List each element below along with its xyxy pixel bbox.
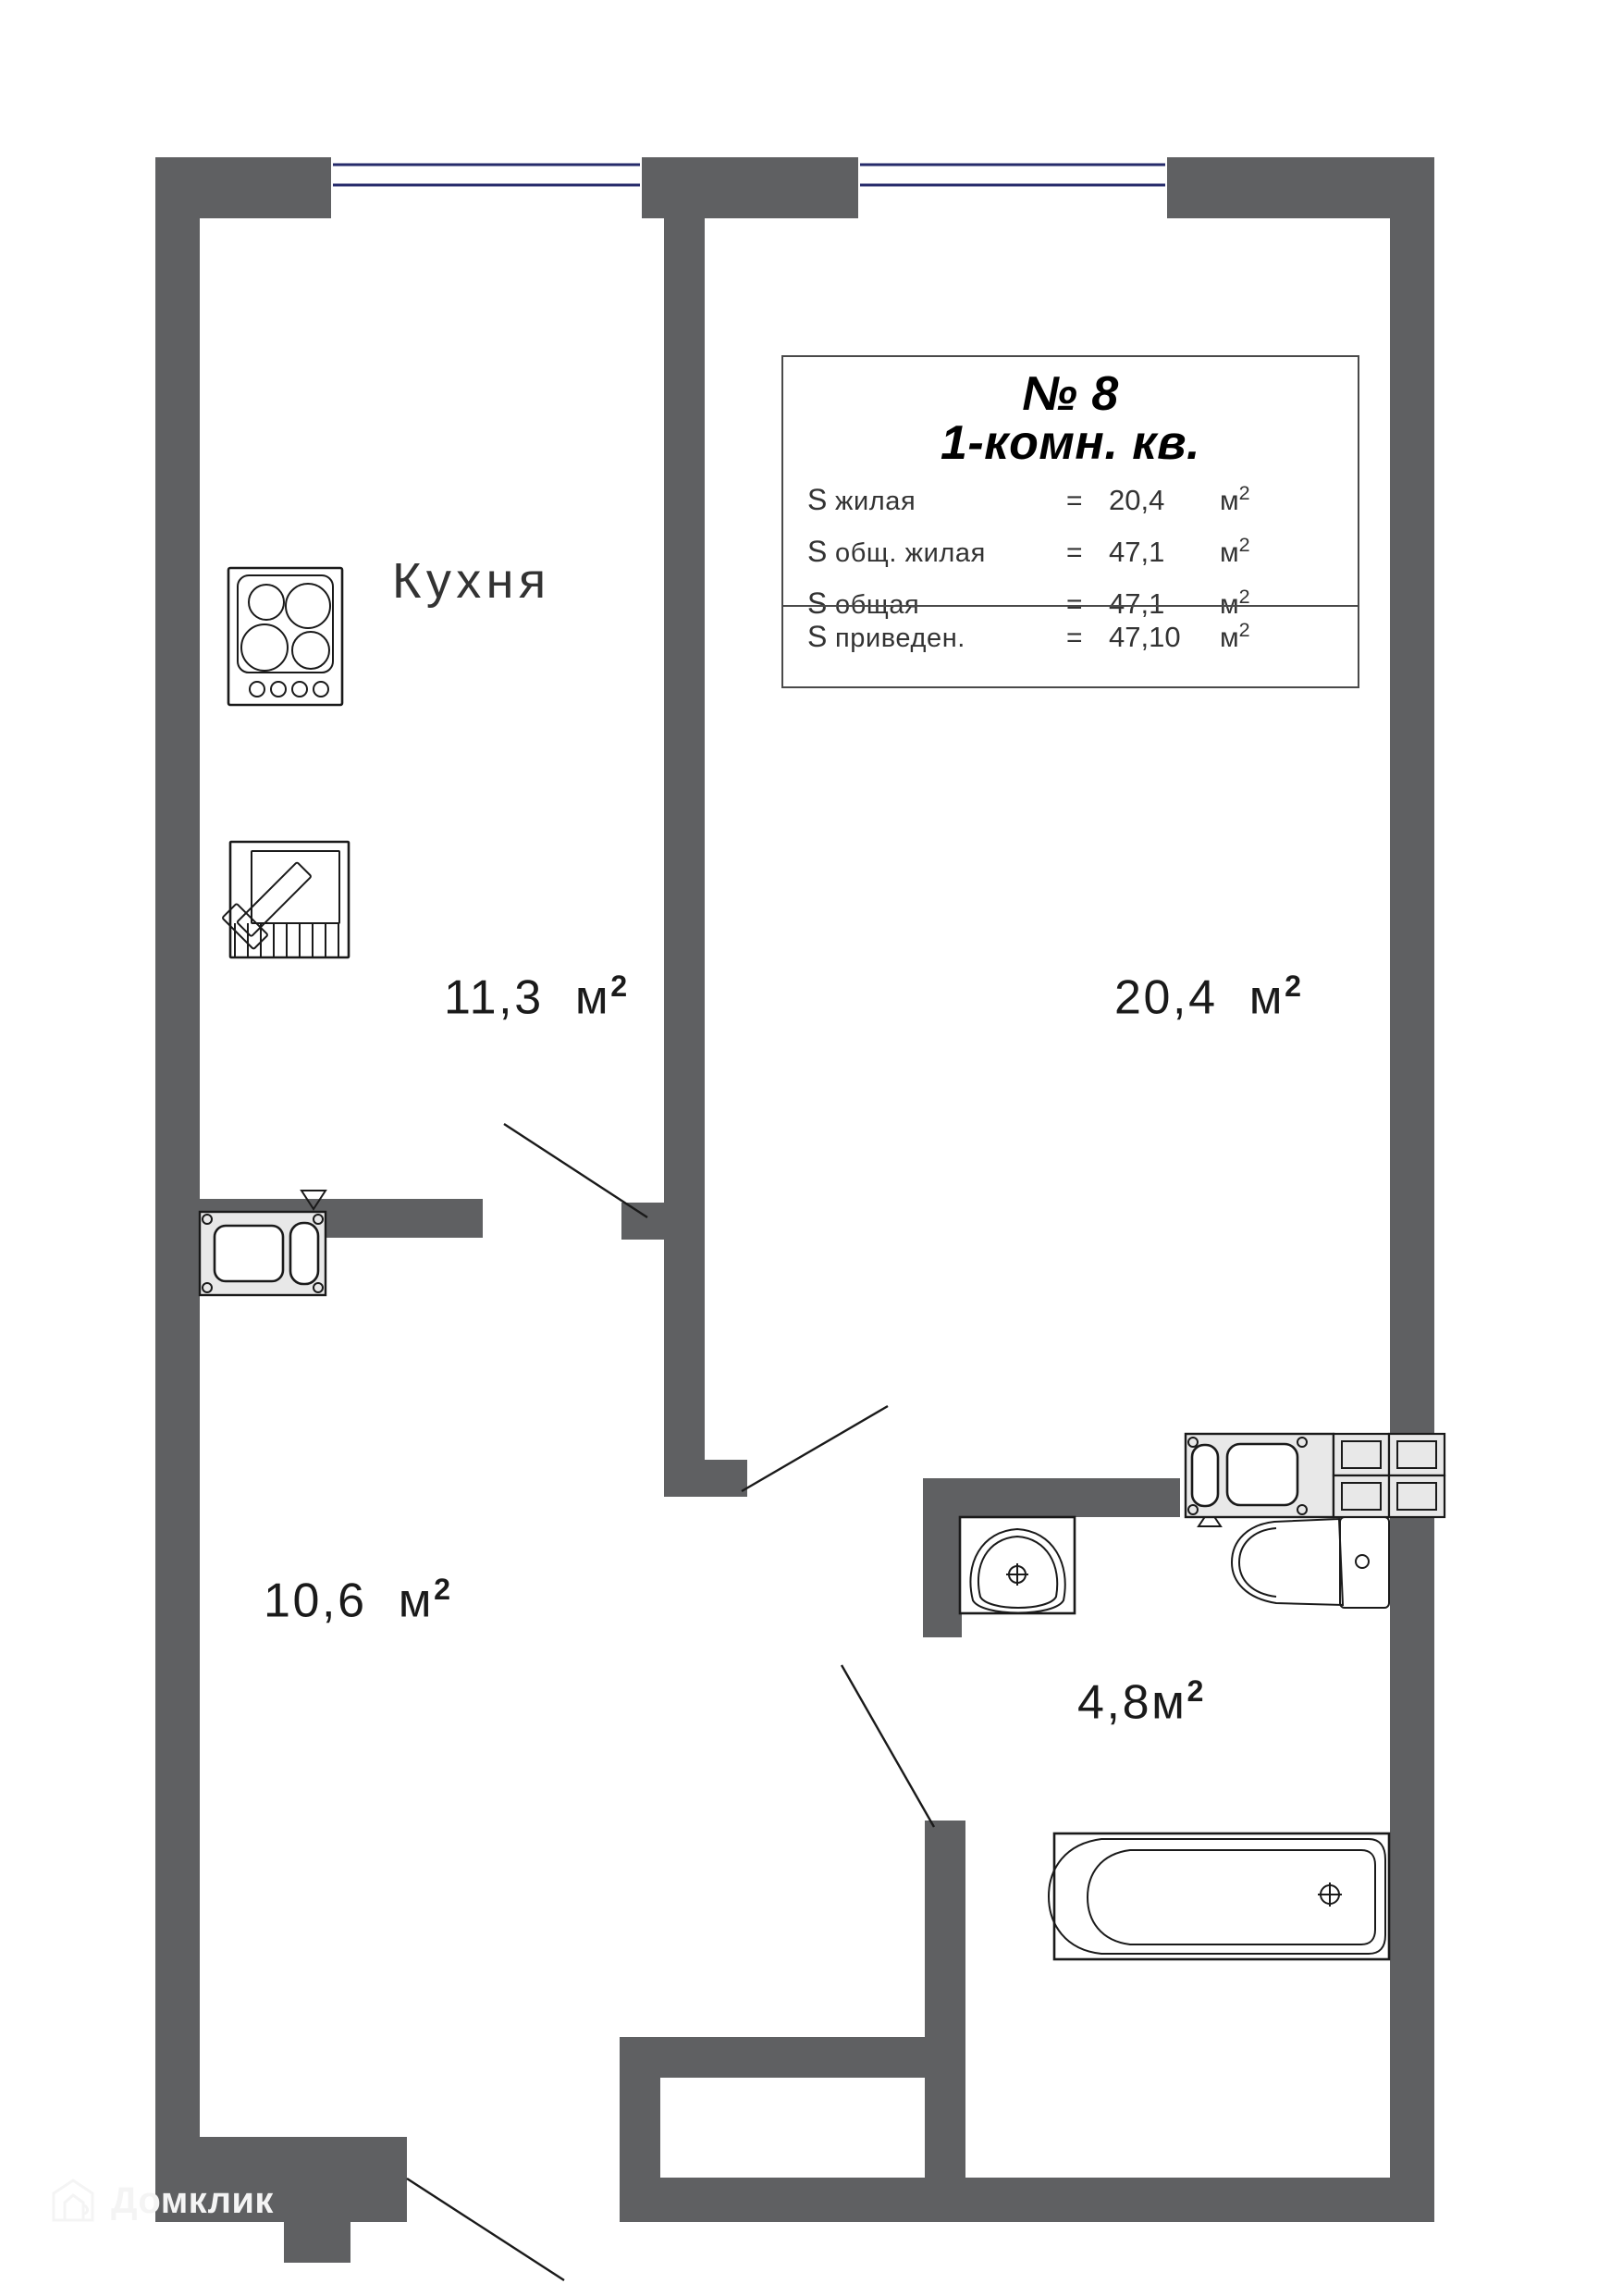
- boiler-icon: [222, 840, 350, 959]
- s-equals: =: [1066, 623, 1083, 653]
- wall-entrance-threshold: [284, 2222, 350, 2263]
- wall-exterior-top-right: [1167, 157, 1434, 218]
- info-row-living: S жилая = 20,4 м2: [783, 481, 1358, 533]
- info-row-total-living: S общ. жилая = 47,1 м2: [783, 533, 1358, 585]
- s-equals: =: [1066, 537, 1083, 569]
- wall-bathroom-left-upper: [923, 1478, 962, 1637]
- wall-partition-hall-living: [664, 1219, 705, 1497]
- s-unit: м2: [1220, 481, 1250, 517]
- info-divider: [783, 605, 1358, 607]
- wall-doorjamb-kitchen: [621, 1203, 664, 1240]
- entrance-door-gap: [200, 2179, 407, 2191]
- wall-hall-step-bottom: [620, 2178, 965, 2222]
- s-unit: м2: [1220, 533, 1250, 569]
- area-label-kitchen: 11,3 м2: [444, 969, 627, 1025]
- apartment-type: 1-комн. кв.: [940, 416, 1201, 471]
- wall-exterior-top-left: [155, 157, 331, 218]
- bathroom-sink-unit-icon: [1184, 1432, 1335, 1519]
- area-unit-hall: м: [398, 1574, 435, 1628]
- wall-entrance-upper: [200, 2137, 407, 2179]
- area-label-bathroom: 4,8м2: [1077, 1674, 1203, 1730]
- wall-doorjamb-living-hall: [705, 1460, 747, 1497]
- s-symbol: S: [807, 535, 828, 569]
- washbasin-icon: [958, 1515, 1076, 1615]
- kitchen-sink-icon: [198, 1190, 327, 1297]
- apartment-number: № 8: [1022, 367, 1119, 421]
- s-symbol: S: [807, 620, 828, 653]
- area-value-living: 20,4: [1114, 970, 1218, 1025]
- area-value-bathroom: 4,8: [1077, 1675, 1152, 1730]
- s-unit: м2: [1220, 585, 1250, 621]
- kitchen-fixtures: [198, 566, 350, 1297]
- bathroom-cabinets-icon: [1332, 1432, 1446, 1519]
- info-row-reduced: S приведен. = 47,10 м2: [783, 618, 1358, 670]
- bathtub-icon: [1047, 1832, 1391, 1961]
- area-unit-kitchen: м: [574, 970, 611, 1025]
- door-leader-lines: [406, 1122, 936, 2282]
- leader-bathroom-door: [840, 1664, 936, 1828]
- area-sup-bathroom: 2: [1187, 1674, 1204, 1708]
- info-title-block: № 8 1-комн. кв.: [783, 357, 1358, 468]
- wall-group: [155, 157, 1434, 2263]
- leader-living-door: [741, 1404, 889, 1493]
- area-sup-living: 2: [1285, 969, 1302, 1003]
- s-value: 47,1: [1109, 536, 1165, 569]
- info-rows: S жилая = 20,4 м2 S общ. жилая = 47,1 м2…: [783, 481, 1358, 636]
- wall-bathroom-left-lower: [925, 1821, 965, 2181]
- s-equals: =: [1066, 589, 1083, 621]
- s-value: 47,10: [1109, 621, 1181, 653]
- s-label: жилая: [835, 487, 916, 517]
- s-symbol: S: [807, 586, 828, 621]
- area-label-hall: 10,6 м2: [264, 1573, 450, 1628]
- leader-kitchen-door: [503, 1122, 648, 1219]
- room-label-kitchen: Кухня: [392, 553, 551, 609]
- stove-icon: [227, 566, 344, 707]
- area-value-kitchen: 11,3: [444, 970, 544, 1025]
- bathroom-fixtures: [958, 1432, 1446, 1961]
- wall-exterior-right: [1390, 157, 1434, 2222]
- info-row-total: S общая = 47,1 м2: [783, 585, 1358, 636]
- area-unit-living: м: [1248, 970, 1285, 1025]
- area-sup-hall: 2: [434, 1573, 451, 1606]
- wall-exterior-top-mid: [642, 157, 858, 218]
- wall-entrance-lower: [200, 2191, 407, 2222]
- s-unit: м2: [1220, 618, 1250, 653]
- s-equals: =: [1066, 486, 1083, 517]
- watermark: Домклик: [48, 2176, 274, 2226]
- s-label: общ. жилая: [835, 538, 986, 569]
- watermark-text: Домклик: [111, 2179, 274, 2221]
- wall-bathroom-top: [923, 1478, 1180, 1517]
- apartment-info-box: № 8 1-комн. кв. S жилая = 20,4 м2 S общ.…: [781, 355, 1359, 688]
- area-sup-kitchen: 2: [610, 969, 628, 1003]
- s-label: приведен.: [835, 623, 965, 653]
- s-value: 47,1: [1109, 587, 1165, 621]
- domclick-house-logo-icon: [52, 2179, 94, 2222]
- wall-exterior-left: [155, 157, 200, 2222]
- area-unit-bathroom: м: [1151, 1675, 1187, 1730]
- leader-entrance-door: [406, 2177, 565, 2282]
- area-value-hall: 10,6: [264, 1574, 367, 1628]
- s-symbol: S: [807, 483, 828, 517]
- info-row-reduced-wrap: S приведен. = 47,10 м2: [783, 618, 1358, 670]
- wall-hall-step-top: [620, 2037, 965, 2078]
- wall-partition-kitchen-living: [664, 218, 705, 1219]
- area-label-living: 20,4 м2: [1114, 969, 1301, 1025]
- toilet-icon: [1230, 1516, 1390, 1609]
- s-value: 20,4: [1109, 484, 1165, 517]
